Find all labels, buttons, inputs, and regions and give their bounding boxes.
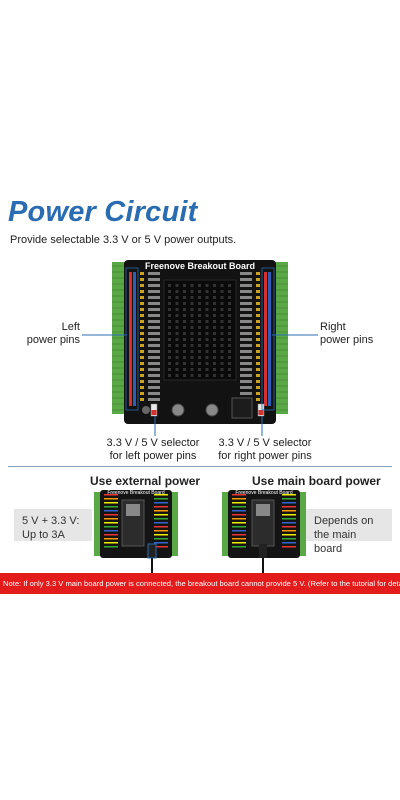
board-name-label-small: Freenove Breakout Board [235, 490, 293, 496]
page-subtitle: Provide selectable 3.3 V or 5 V power ou… [10, 234, 237, 246]
left-power-pins-label: Left power pins [26, 321, 80, 346]
board-name-label-small: Freenove Breakout Board [107, 490, 165, 496]
left-selector-label: 3.3 V / 5 V selector for left power pins [106, 437, 200, 462]
mainboard-power-heading: Use main board power [252, 474, 381, 488]
right-power-pins-label: Right power pins [320, 321, 374, 346]
board-name-label: Freenove Breakout Board [144, 261, 256, 271]
external-power-note: 5 V + 3.3 V: Up to 3A [14, 509, 92, 541]
right-selector-label: 3.3 V / 5 V selector for right power pin… [218, 437, 312, 462]
external-power-heading: Use external power [90, 474, 201, 488]
section-divider [8, 466, 392, 467]
mainboard-power-note: Depends on the main board [306, 509, 392, 555]
warning-note: Note: If only 3.3 V main board power is … [0, 573, 400, 594]
page-title: Power Circuit [8, 196, 198, 228]
